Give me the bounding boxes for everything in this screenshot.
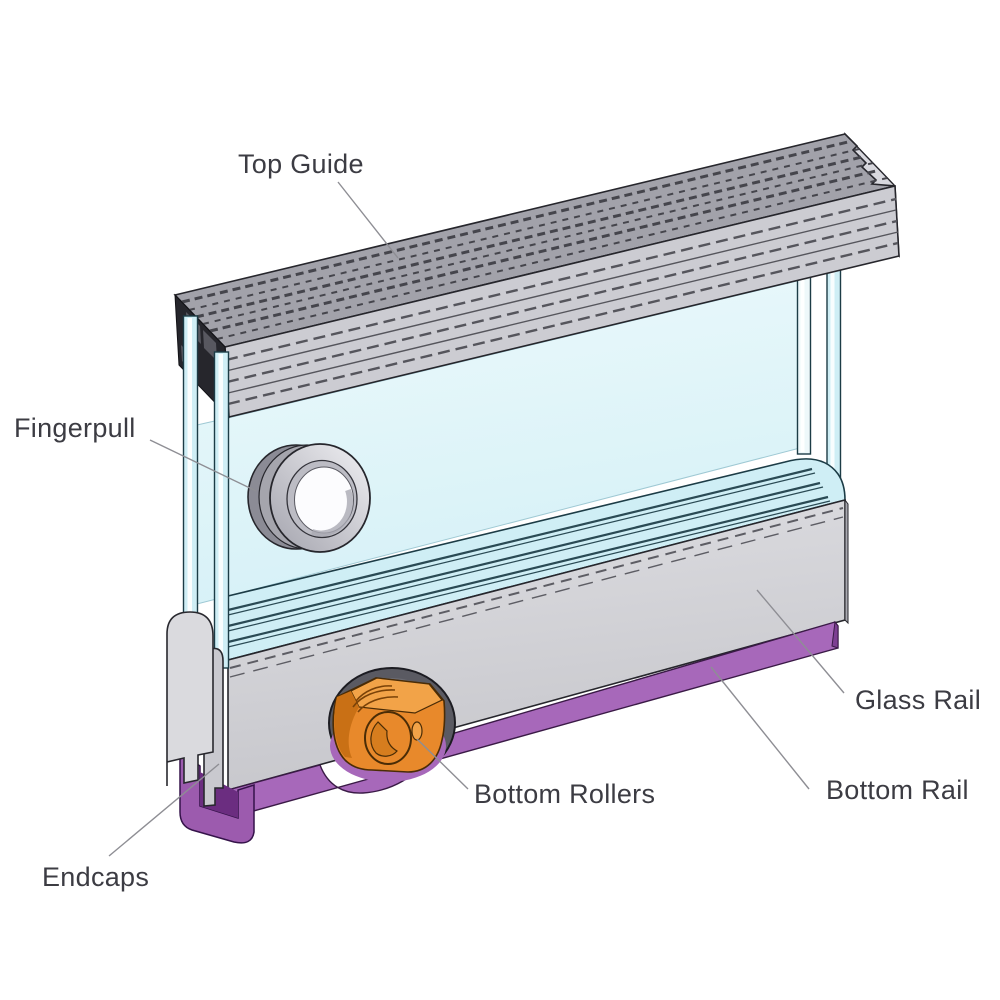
leader-lines (108, 181, 845, 857)
bottom-rollers (328, 667, 456, 782)
roller-notch-tab (370, 721, 398, 757)
endcaps (166, 611, 224, 807)
leader-bottom-rollers (416, 738, 469, 790)
glass-rail-end-face (844, 498, 849, 625)
label-fingerpull: Fingerpull (14, 413, 136, 443)
labels: Top Guide Fingerpull Bottom Rollers Glas… (14, 149, 981, 892)
glass-right-edges (796, 258, 842, 498)
label-bottom-rollers: Bottom Rollers (474, 779, 655, 809)
top-guide (173, 132, 900, 419)
leader-bottom-rail (710, 666, 810, 790)
endcap-front (166, 611, 214, 786)
glass-left-edges (182, 315, 230, 669)
roller-notch (364, 711, 412, 765)
label-endcaps: Endcaps (42, 862, 149, 892)
leader-glass-rail (756, 589, 845, 694)
fingerpull (247, 443, 371, 553)
leader-fingerpull (149, 439, 257, 492)
roller-pin (411, 721, 423, 741)
label-glass-rail: Glass Rail (855, 685, 981, 715)
top-guide-top-ribs (181, 139, 888, 340)
label-top-guide: Top Guide (238, 149, 364, 179)
label-bottom-rail: Bottom Rail (826, 775, 969, 805)
top-guide-front-ribs (225, 197, 899, 406)
roller-thread-arcs (352, 685, 399, 713)
bottom-rail-end-face (831, 620, 839, 649)
fingerpull-hole-shade (310, 489, 353, 537)
leader-top-guide (337, 181, 399, 259)
roller-side-shade (334, 691, 359, 758)
leader-endcaps (108, 763, 220, 857)
glass-bottom-edge-band (227, 458, 846, 662)
glass-rail-rib-lines (229, 507, 844, 678)
